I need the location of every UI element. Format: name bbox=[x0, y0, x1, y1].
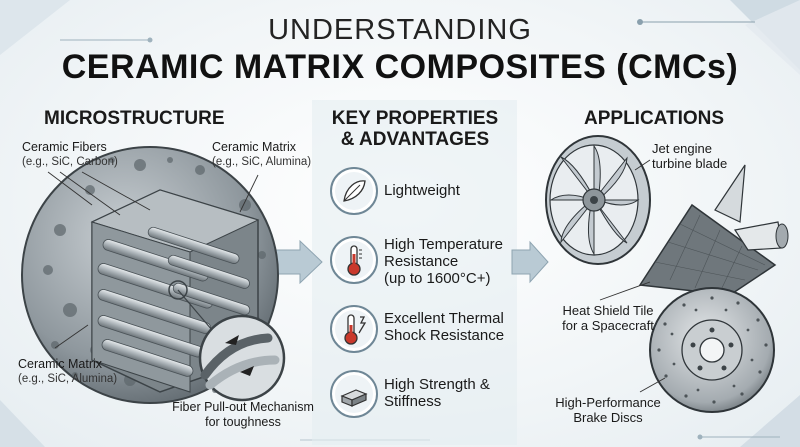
brake-disc-label: High-Performance Brake Discs bbox=[555, 395, 661, 425]
pullout-label: Fiber Pull-out Mechanism for toughness bbox=[172, 400, 314, 429]
block-icon bbox=[330, 370, 378, 418]
thermal-shock-icon bbox=[330, 305, 378, 353]
property-thermal-shock: Excellent Thermal Shock Resistance bbox=[384, 310, 505, 344]
microstructure-heading: MICROSTRUCTURE bbox=[44, 108, 225, 129]
property-lightweight: Lightweight bbox=[384, 182, 460, 199]
property-strength: High Strength & Stiffness bbox=[384, 376, 490, 410]
feather-icon bbox=[330, 167, 378, 215]
title-line-2: CERAMIC MATRIX COMPOSITES (CMCs) bbox=[61, 48, 739, 86]
heat-shield-label: Heat Shield Tile for a Spacecraft bbox=[562, 303, 654, 333]
thermometer-icon bbox=[330, 236, 378, 284]
brake-disc-icon bbox=[649, 287, 775, 413]
spacecraft-icon bbox=[638, 164, 789, 296]
applications-heading: APPLICATIONS bbox=[584, 108, 725, 129]
title-line-1: UNDERSTANDING bbox=[268, 14, 532, 46]
matrix-bottom-label: Ceramic Matrix (e.g., SiC, Alumina) bbox=[18, 357, 118, 385]
matrix-top-label: Ceramic Matrix (e.g., SiC, Alumina) bbox=[212, 140, 312, 168]
property-high-temperature: High Temperature Resistance (up to 1600°… bbox=[384, 236, 503, 287]
fibers-label: Ceramic Fibers (e.g., SiC, Carbon) bbox=[22, 140, 118, 168]
turbine-label: Jet engine turbine blade bbox=[652, 141, 728, 171]
turbine-icon bbox=[545, 135, 651, 265]
properties-heading: KEY PROPERTIES & ADVANTAGES bbox=[331, 108, 499, 150]
arrow-right-icon bbox=[511, 240, 549, 284]
